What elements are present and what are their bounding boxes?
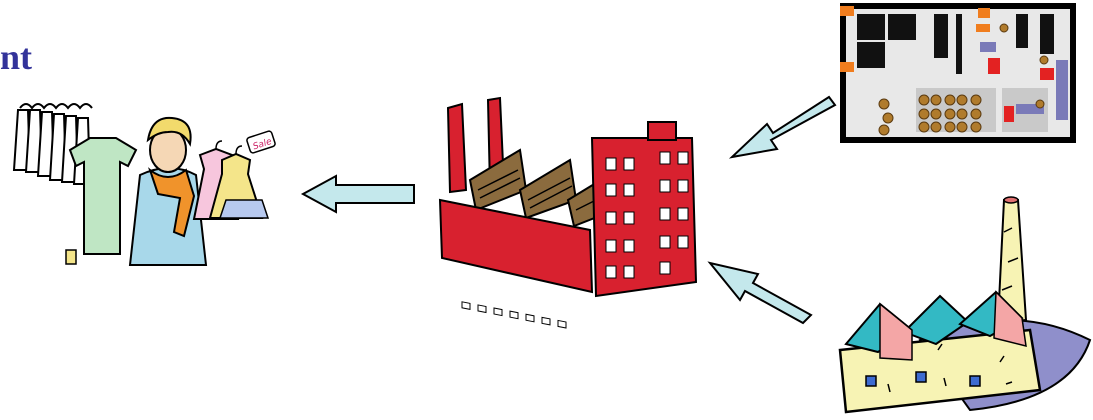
textile-mill-clipart xyxy=(838,196,1092,414)
slide-title-fragment: nt xyxy=(0,37,33,77)
arrow-plan-to-factory xyxy=(728,95,837,159)
sale-tag: Sale xyxy=(246,130,276,154)
factory-floor-plan-clipart xyxy=(840,3,1076,143)
arrow-factory-to-store xyxy=(300,174,415,214)
retail-store-clipart: Sale xyxy=(12,103,276,266)
arrow-mill-to-factory xyxy=(707,261,813,325)
garment-factory-clipart xyxy=(438,96,698,329)
